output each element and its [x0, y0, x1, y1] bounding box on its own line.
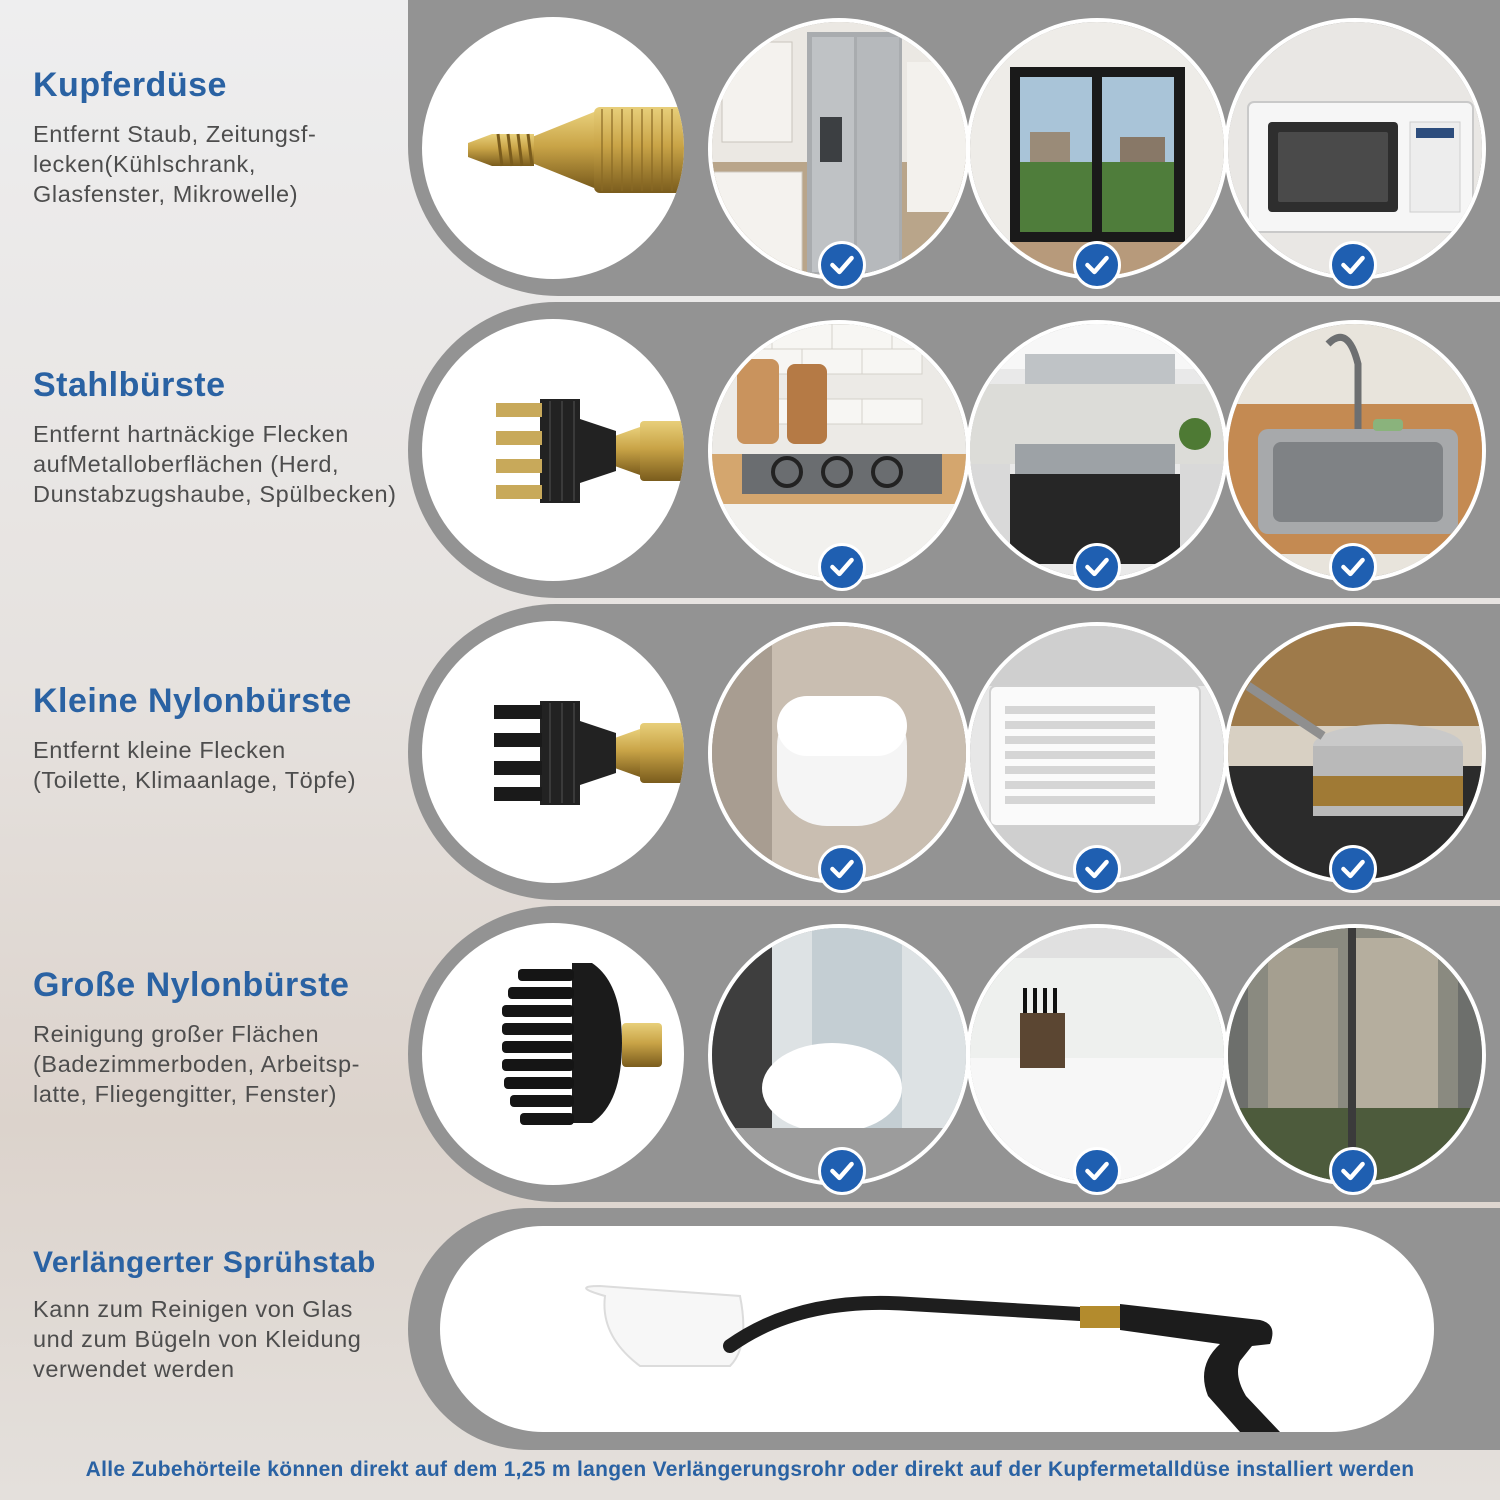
check-icon: [1073, 845, 1121, 893]
row-description: Entfernt kleine Flecken (Toilette, Klima…: [33, 737, 357, 793]
sink-photo: [1224, 320, 1486, 582]
row-description: Entfernt hartnäckige Flecken aufMetallob…: [33, 421, 397, 507]
row-description: Entfernt Staub, Zeitungsf- lecken(Kühlsc…: [33, 121, 317, 207]
check-icon: [1329, 1147, 1377, 1195]
row-text-steel-brush: Stahlbürste Entfernt hartnäckige Flecken…: [33, 366, 423, 509]
check-icon: [1329, 845, 1377, 893]
check-icon: [1073, 241, 1121, 289]
row-title: Verlängerter Sprühstab: [33, 1246, 376, 1279]
row-title: Stahlbürste: [33, 366, 226, 404]
copper-nozzle-icon: [422, 17, 684, 279]
row-title: Kupferdüse: [33, 66, 227, 104]
check-icon: [818, 543, 866, 591]
window-screen-photo: [1224, 924, 1486, 1186]
small-nylon-brush-icon: [422, 621, 684, 883]
row-title: Große Nylonbürste: [33, 966, 350, 1004]
row-text-copper-nozzle: Kupferdüse Entfernt Staub, Zeitungsf- le…: [33, 66, 423, 209]
microwave-photo: [1224, 18, 1486, 280]
row-title: Kleine Nylonbürste: [33, 682, 352, 720]
check-icon: [1329, 241, 1377, 289]
check-icon: [818, 241, 866, 289]
check-icon: [1073, 1147, 1121, 1195]
row-text-small-nylon-brush: Kleine Nylonbürste Entfernt kleine Fleck…: [33, 682, 423, 795]
steel-brush-icon: [422, 319, 684, 581]
check-icon: [1073, 543, 1121, 591]
row-text-large-nylon-brush: Große Nylonbürste Reinigung großer Fläch…: [33, 966, 423, 1109]
check-icon: [818, 1147, 866, 1195]
row-description: Reinigung großer Flächen (Badezimmerbode…: [33, 1021, 361, 1107]
glass-window-photo: [966, 18, 1228, 280]
gas-stove-photo: [708, 320, 970, 582]
row-description: Kann zum Reinigen von Glas und zum Bügel…: [33, 1296, 362, 1382]
check-icon: [818, 845, 866, 893]
extension-wand-icon: [440, 1226, 1434, 1432]
row-text-extension-wand: Verlängerter Sprühstab Kann zum Reinigen…: [33, 1246, 423, 1384]
check-icon: [1329, 543, 1377, 591]
footer-note: Alle Zubehörteile können direkt auf dem …: [85, 1458, 1415, 1481]
large-nylon-brush-icon: [422, 923, 684, 1185]
